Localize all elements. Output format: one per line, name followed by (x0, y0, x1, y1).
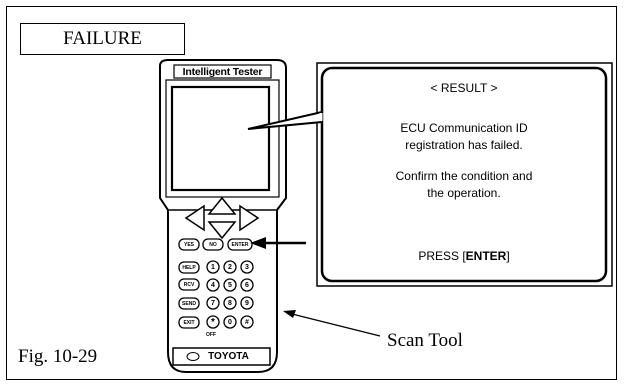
help-key-label: HELP (182, 264, 196, 271)
brand-name: TOYOTA (208, 351, 249, 362)
result-instruction-line-1: Confirm the condition and (395, 169, 533, 183)
arrow-pad (184, 196, 260, 240)
key-9 (240, 296, 254, 310)
result-message-line-1: ECU Communication ID (400, 121, 528, 135)
help-key (178, 261, 200, 274)
arrow-right-key (239, 204, 260, 232)
exit-key-label: EXIT (183, 319, 195, 326)
result-heading: < RESULT > (430, 81, 498, 95)
toyota-emblem-icon (186, 352, 200, 361)
scan-tool-pointer-arrowhead (283, 310, 296, 318)
result-instruction: Confirm the condition and the operation. (322, 168, 606, 202)
enter-pointer-arrowhead (250, 237, 266, 249)
key-0 (223, 315, 237, 329)
key-7-label: 7 (211, 299, 215, 307)
key-8 (223, 296, 237, 310)
send-key (178, 297, 200, 310)
key-6 (240, 278, 254, 292)
figure-number: Fig. 10-29 (18, 346, 98, 367)
press-enter-prompt: PRESS [ENTER] (322, 249, 606, 263)
title-strip (173, 64, 272, 79)
logo-plate (172, 347, 271, 366)
enter-key-label: ENTER (231, 241, 249, 248)
key-2-label: 2 (228, 263, 232, 271)
key-1-label: 1 (211, 263, 215, 271)
off-label: OFF (206, 332, 216, 338)
key-8-label: 8 (228, 299, 232, 307)
key-3-label: 3 (245, 263, 249, 271)
no-key-label: NO (209, 241, 217, 248)
send-key-label: SEND (182, 300, 196, 307)
key-5-label: 5 (228, 281, 232, 289)
key-9-label: 9 (245, 299, 249, 307)
key-4-label: 4 (211, 281, 215, 289)
result-panel-inner (320, 66, 608, 283)
result-message: ECU Communication ID registration has fa… (322, 120, 606, 154)
result-instruction-line-2: the operation. (427, 186, 501, 200)
callout-pointer (247, 111, 323, 130)
yes-key-label: YES (183, 241, 194, 248)
brand-logo: TOYOTA (173, 348, 270, 365)
key-3 (240, 260, 254, 274)
key-0-label: 0 (228, 318, 232, 326)
key-hash (240, 315, 254, 329)
key-1 (206, 260, 220, 274)
scan-tool-pointer-line (291, 313, 381, 337)
figure-frame (6, 6, 617, 380)
arrow-down-key (207, 221, 237, 240)
result-message-line-2: registration has failed. (405, 138, 523, 152)
enter-key (227, 238, 253, 251)
key-star-label: * (211, 316, 215, 328)
rcv-key (178, 278, 200, 291)
tester-screen (170, 85, 271, 192)
key-2 (223, 260, 237, 274)
scan-tool-label: Scan Tool (387, 330, 463, 351)
yes-key (178, 238, 200, 251)
press-suffix: ] (506, 249, 510, 263)
no-key (202, 238, 224, 251)
arrow-left-key (184, 204, 205, 232)
key-6-label: 6 (245, 281, 249, 289)
key-7 (206, 296, 220, 310)
key-4 (206, 278, 220, 292)
result-screen: < RESULT > ECU Communication ID registra… (322, 68, 606, 281)
device-title: Intelligent Tester (182, 65, 263, 78)
exit-key (178, 316, 200, 329)
press-prefix: PRESS [ (418, 249, 466, 263)
key-star (206, 315, 220, 329)
status-label: FAILURE (20, 23, 185, 55)
key-5 (223, 278, 237, 292)
arrow-up-key (207, 196, 237, 215)
key-hash-label: # (245, 318, 249, 326)
rcv-key-label: RCV (183, 281, 195, 288)
press-key: ENTER (465, 249, 507, 263)
